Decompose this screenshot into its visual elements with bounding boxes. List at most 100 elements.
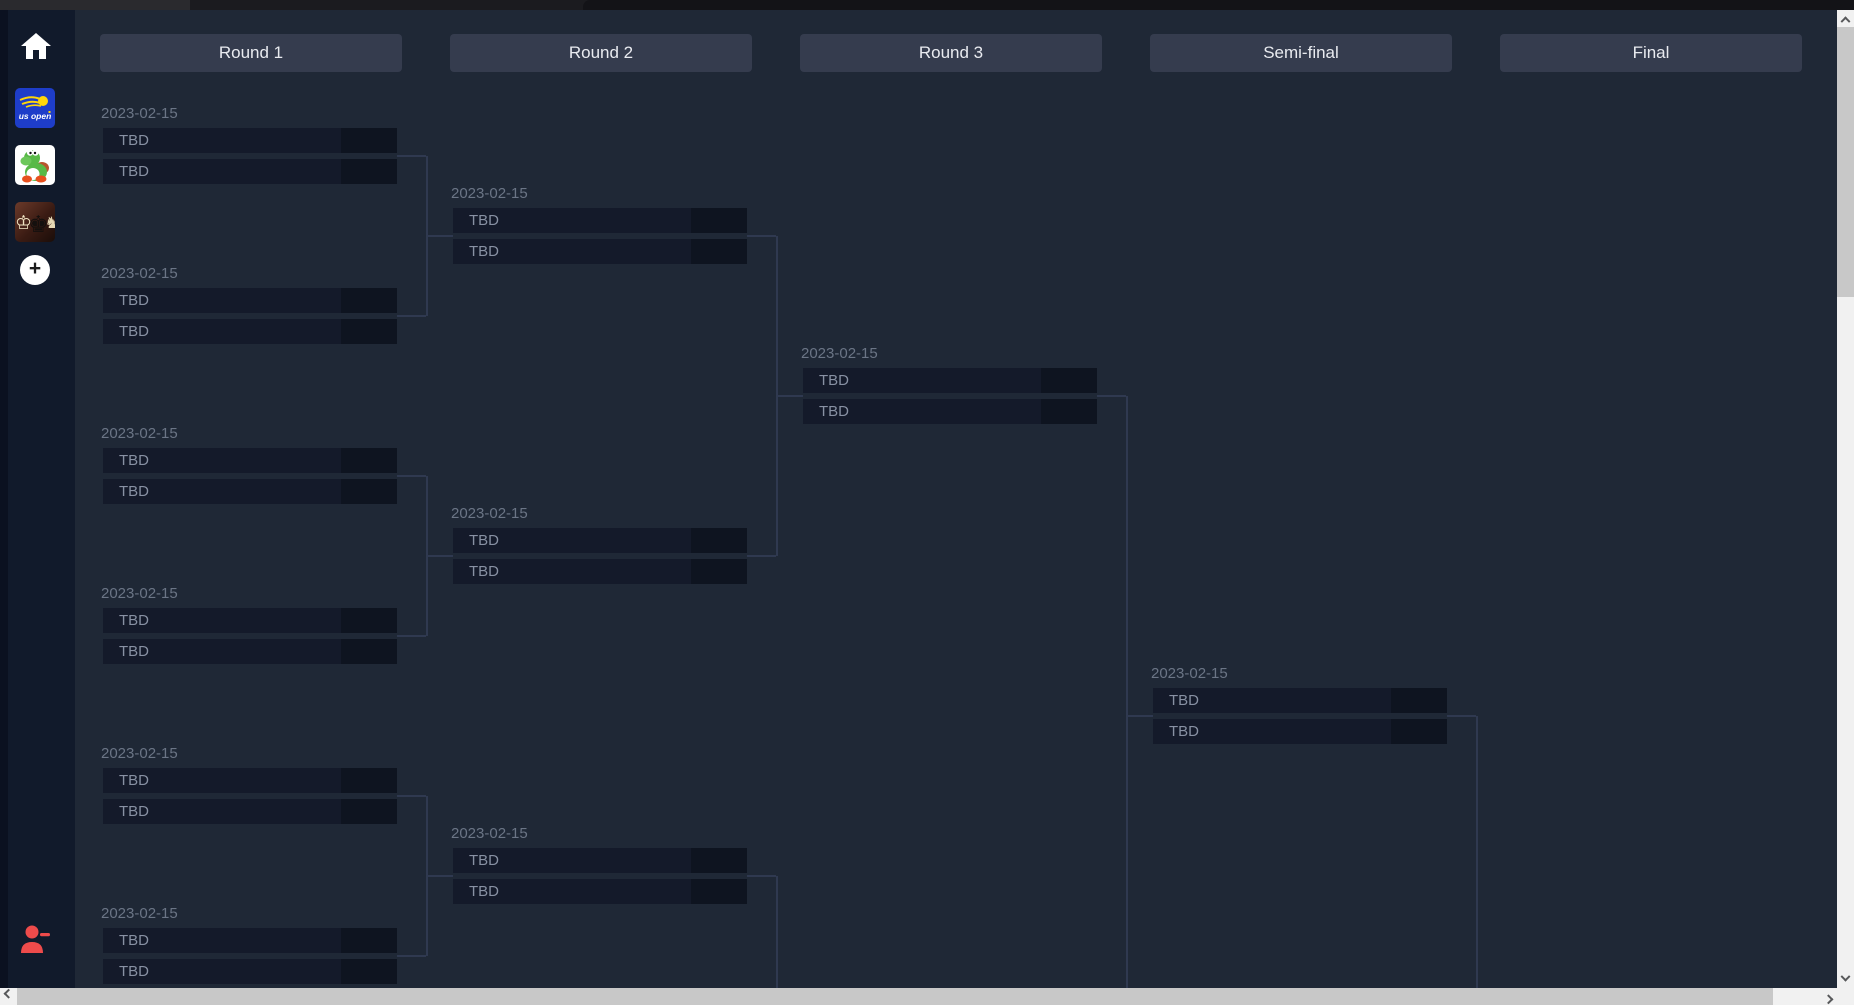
team-slot[interactable]: TBD xyxy=(1153,687,1447,713)
horizontal-scrollbar[interactable] xyxy=(0,988,1837,1005)
team-slot[interactable]: TBD xyxy=(453,558,747,584)
score-cell xyxy=(691,878,747,904)
team-slot[interactable]: TBD xyxy=(803,398,1097,424)
team-slot[interactable]: TBD xyxy=(103,798,397,824)
match-date: 2023-02-15 xyxy=(801,985,878,989)
team-name: TBD xyxy=(1169,722,1199,740)
browser-strip-segment xyxy=(190,0,583,10)
score-cell xyxy=(1391,718,1447,744)
scroll-left-button[interactable] xyxy=(0,988,17,1005)
team-slot[interactable]: TBD xyxy=(103,927,397,953)
score-cell xyxy=(1041,398,1097,424)
team-name: TBD xyxy=(119,131,149,149)
team-name: TBD xyxy=(119,802,149,820)
score-cell xyxy=(691,847,747,873)
match-date: 2023-02-15 xyxy=(451,504,528,522)
score-cell xyxy=(341,318,397,344)
team-slot[interactable]: TBD xyxy=(103,318,397,344)
chess-app-tile[interactable]: ♔♚♞ xyxy=(15,202,55,242)
connector-vertical xyxy=(776,875,778,988)
team-name: TBD xyxy=(469,562,499,580)
connector-out-stub xyxy=(397,314,426,317)
vertical-scrollbar[interactable] xyxy=(1837,10,1854,988)
connector-out-stub xyxy=(397,794,426,797)
sidebar: us open ♔♚♞ + xyxy=(0,10,75,988)
team-slot[interactable]: TBD xyxy=(103,447,397,473)
team-slot[interactable]: TBD xyxy=(803,367,1097,393)
team-name: TBD xyxy=(119,291,149,309)
score-cell xyxy=(1041,367,1097,393)
team-name: TBD xyxy=(469,882,499,900)
yoshi-app-tile[interactable] xyxy=(15,145,55,185)
scroll-up-button[interactable] xyxy=(1837,10,1854,27)
match-date: 2023-02-15 xyxy=(451,184,528,202)
yoshi-icon xyxy=(15,149,55,185)
score-cell xyxy=(341,958,397,984)
team-slot[interactable]: TBD xyxy=(103,958,397,984)
connector-out-stub xyxy=(747,874,776,877)
svg-text:us open: us open xyxy=(19,111,52,121)
scroll-right-button[interactable] xyxy=(1820,988,1837,1005)
scrollbar-corner xyxy=(1837,988,1854,1005)
round-header: Final xyxy=(1500,34,1802,72)
match-date: 2023-02-15 xyxy=(1151,664,1228,682)
connector-in-stub xyxy=(776,394,803,397)
match-date: 2023-02-15 xyxy=(101,104,178,122)
score-cell xyxy=(341,607,397,633)
connector-out-stub xyxy=(747,234,776,237)
connector-vertical xyxy=(1126,395,1128,988)
connector-in-stub xyxy=(1126,714,1153,717)
team-slot[interactable]: TBD xyxy=(103,127,397,153)
user-remove-button[interactable] xyxy=(19,923,55,961)
team-slot[interactable]: TBD xyxy=(103,287,397,313)
home-button[interactable] xyxy=(20,32,52,60)
us-open-app-tile[interactable]: us open xyxy=(15,88,55,128)
score-cell xyxy=(691,207,747,233)
team-slot[interactable]: TBD xyxy=(453,847,747,873)
match-date: 2023-02-15 xyxy=(801,344,878,362)
vertical-scrollbar-thumb[interactable] xyxy=(1837,27,1854,297)
connector-in-stub xyxy=(426,874,453,877)
team-slot[interactable]: TBD xyxy=(453,207,747,233)
team-slot[interactable]: TBD xyxy=(103,607,397,633)
match-date: 2023-02-15 xyxy=(101,264,178,282)
connector-out-stub xyxy=(397,474,426,477)
score-cell xyxy=(341,767,397,793)
connector-out-stub xyxy=(1097,394,1126,397)
home-icon xyxy=(20,33,52,64)
us-open-logo-icon: us open xyxy=(15,96,55,128)
round-header: Semi-final xyxy=(1150,34,1452,72)
team-slot[interactable]: TBD xyxy=(453,527,747,553)
scroll-down-button[interactable] xyxy=(1837,971,1854,988)
team-name: TBD xyxy=(119,962,149,980)
team-name: TBD xyxy=(119,482,149,500)
match-date: 2023-02-15 xyxy=(101,424,178,442)
team-name: TBD xyxy=(119,931,149,949)
connector-out-stub xyxy=(397,954,426,957)
score-cell xyxy=(341,638,397,664)
team-slot[interactable]: TBD xyxy=(1153,718,1447,744)
horizontal-scrollbar-thumb[interactable] xyxy=(17,988,1773,1005)
add-tournament-button[interactable]: + xyxy=(20,255,50,285)
round-header: Round 1 xyxy=(100,34,402,72)
team-name: TBD xyxy=(469,531,499,549)
team-name: TBD xyxy=(119,611,149,629)
team-slot[interactable]: TBD xyxy=(453,878,747,904)
score-cell xyxy=(341,127,397,153)
team-slot[interactable]: TBD xyxy=(453,238,747,264)
team-slot[interactable]: TBD xyxy=(103,478,397,504)
team-slot[interactable]: TBD xyxy=(103,767,397,793)
connector-out-stub xyxy=(397,154,426,157)
connector-vertical xyxy=(1476,715,1478,988)
team-name: TBD xyxy=(469,211,499,229)
browser-top-strip xyxy=(0,0,1854,10)
team-name: TBD xyxy=(469,242,499,260)
team-slot[interactable]: TBD xyxy=(103,638,397,664)
connector-out-stub xyxy=(747,554,776,557)
plus-icon: + xyxy=(28,257,42,280)
match-date: 2023-02-15 xyxy=(101,904,178,922)
score-cell xyxy=(341,798,397,824)
score-cell xyxy=(691,238,747,264)
team-slot[interactable]: TBD xyxy=(103,158,397,184)
score-cell xyxy=(341,287,397,313)
